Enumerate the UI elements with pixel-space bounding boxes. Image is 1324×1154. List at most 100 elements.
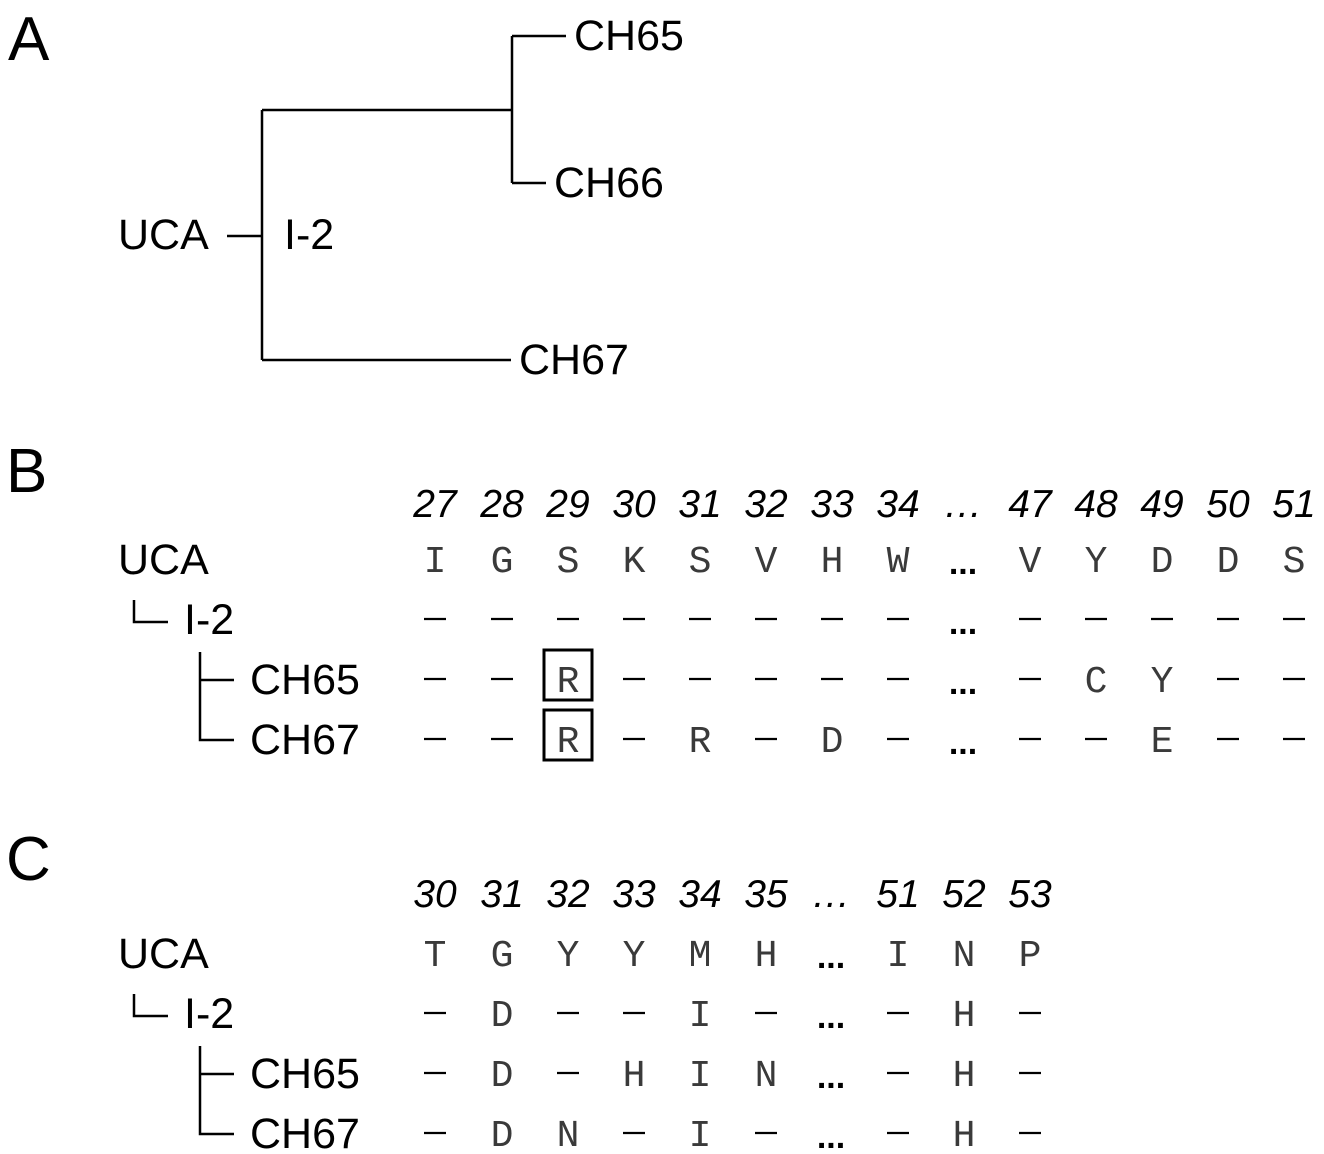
panel-c-position-7: 51 — [876, 873, 919, 916]
panel-b-row-0-col-11-residue: D — [1151, 541, 1174, 584]
panel-c-row-label-uca: UCA — [118, 930, 209, 978]
panel-c-row-0-col-1-residue: G — [491, 935, 514, 978]
panel-c-row-0-col-7-residue: I — [887, 935, 910, 978]
panel-b-position-6: 33 — [810, 483, 854, 526]
tree-node-uca: UCA — [118, 211, 209, 259]
panel-b-position-2: 29 — [545, 483, 589, 526]
panel-c-connector-ch67 — [198, 1046, 234, 1136]
panel-b-row-label-uca: UCA — [118, 536, 209, 584]
panel-c-row-0-col-3-residue: Y — [623, 935, 646, 978]
panel-b-row-0-col-7-residue: W — [887, 541, 910, 584]
panel-b-position-1: 28 — [479, 483, 524, 526]
panel-c-row-1-col-6-ellipsis: ... — [817, 998, 845, 1036]
panel-c-row-2-col-5-residue: N — [755, 1055, 778, 1098]
panel-c-position-3: 33 — [612, 873, 656, 916]
panel-b-row-0-col-1-residue: G — [491, 541, 514, 584]
panel-b-position-3: 30 — [612, 483, 656, 526]
panel-b-row-3-col-6-residue: D — [821, 721, 844, 764]
panel-c-row-0-col-4-residue: M — [689, 935, 712, 978]
panel-b-row-0-col-9-residue: V — [1019, 541, 1042, 584]
panel-b-row-3-col-8-ellipsis: ... — [949, 724, 977, 762]
panel-b-row-3-col-4-residue: R — [689, 721, 712, 764]
panel-a-letter: A — [8, 5, 50, 74]
panel-b-position-5: 32 — [744, 483, 788, 526]
panel-b-letter: B — [6, 437, 47, 506]
tree-node-ch65: CH65 — [574, 12, 684, 60]
panel-c-position-6: … — [812, 873, 851, 916]
panel-c-row-0-col-0-residue: T — [424, 935, 447, 978]
panel-c-row-2-col-6-ellipsis: ... — [817, 1058, 845, 1096]
panel-c-position-4: 34 — [678, 873, 721, 916]
panel-b-row-2-col-11-residue: Y — [1151, 661, 1174, 704]
panel-b-position-8: … — [944, 483, 983, 526]
panel-c-row-label-i2: I-2 — [184, 990, 234, 1038]
panel-c-row-1-col-4-residue: I — [689, 995, 712, 1038]
panel-b-row-2-col-8-ellipsis: ... — [949, 664, 977, 702]
panel-b-lineage-connectors — [132, 600, 234, 742]
panel-c-position-8: 52 — [942, 873, 986, 916]
panel-b-row-0-col-10-residue: Y — [1085, 541, 1108, 584]
panel-c-row-0-col-5-residue: H — [755, 935, 778, 978]
panel-b-connector-i2 — [132, 600, 168, 624]
panel-b-position-12: 50 — [1206, 483, 1250, 526]
panel-b-row-0-col-8-ellipsis: ... — [949, 544, 977, 582]
panel-c-row-2-col-3-residue: H — [623, 1055, 646, 1098]
panel-c-position-1: 31 — [480, 873, 523, 916]
panel-b-row-3-col-11-residue: E — [1151, 721, 1174, 764]
tree-node-ch66: CH66 — [554, 159, 664, 207]
panel-c-row-2-col-1-residue: D — [491, 1055, 514, 1098]
panel-b-position-10: 48 — [1074, 483, 1118, 526]
panel-c-connector-i2 — [132, 994, 168, 1018]
panel-c-row-0-col-6-ellipsis: ... — [817, 938, 845, 976]
panel-b-row-0-col-0-residue: I — [424, 541, 447, 584]
tree-node-ch67: CH67 — [519, 336, 629, 384]
panel-b-row-0-col-6-residue: H — [821, 541, 844, 584]
panel-c-position-9: 53 — [1008, 873, 1052, 916]
panel-b-row-label-ch65: CH65 — [250, 656, 360, 704]
panel-c-row-3-col-1-residue: D — [491, 1115, 514, 1154]
panel-c-row-1-col-8-residue: H — [953, 995, 976, 1038]
panel-b-row-label-ch67: CH67 — [250, 716, 360, 764]
panel-b-row-3-col-2-residue: R — [557, 721, 580, 764]
panel-c-row-3-col-6-ellipsis: ... — [817, 1118, 845, 1154]
panel-b-row-0-col-3-residue: K — [623, 541, 646, 584]
panel-c-row-3-col-8-residue: H — [953, 1115, 976, 1154]
panel-c-row-1-col-1-residue: D — [491, 995, 514, 1038]
panel-c-row-2-col-4-residue: I — [689, 1055, 712, 1098]
panel-c-row-3-col-4-residue: I — [689, 1115, 712, 1154]
panel-b-row-0-col-4-residue: S — [689, 541, 712, 584]
panel-b-position-9: 47 — [1008, 483, 1053, 526]
panel-c-lineage-connectors — [132, 994, 234, 1136]
panel-c-row-3-col-2-residue: N — [557, 1115, 580, 1154]
panel-c-row-0-col-8-residue: N — [953, 935, 976, 978]
panel-c-position-5: 35 — [744, 873, 788, 916]
panel-b-position-11: 49 — [1140, 483, 1183, 526]
panel-b-row-2-col-2-highlight-box — [542, 648, 594, 702]
panel-b-row-2-col-2-residue: R — [557, 661, 580, 704]
panel-c-row-label-ch65: CH65 — [250, 1050, 360, 1098]
panel-b-position-13: 51 — [1272, 483, 1315, 526]
panel-b-row-2-col-10-residue: C — [1085, 661, 1108, 704]
tree-branches — [227, 34, 566, 362]
panel-b-row-3-col-2-highlight-box — [542, 708, 594, 762]
panel-c-letter: C — [6, 825, 51, 894]
panel-b-row-0-col-5-residue: V — [755, 541, 778, 584]
panel-a: A UCA I-2 CH65 CH66 CH67 — [8, 5, 684, 384]
panel-b-position-4: 31 — [678, 483, 721, 526]
panel-b-row-1-col-8-ellipsis: ... — [949, 604, 977, 642]
panel-c-row-2-col-8-residue: H — [953, 1055, 976, 1098]
panel-c-row-0-col-9-residue: P — [1019, 935, 1042, 978]
panel-c-position-header: 30 31 32 33 34 35 … 51 52 53 — [413, 873, 1052, 916]
panel-c-row-0-col-2-residue: Y — [557, 935, 580, 978]
panel-b-row-0-col-13-residue: S — [1283, 541, 1306, 584]
panel-c-position-2: 32 — [546, 873, 590, 916]
panel-b-position-7: 34 — [876, 483, 919, 526]
panel-c-position-0: 30 — [413, 873, 457, 916]
panel-b-row-label-i2: I-2 — [184, 596, 234, 644]
panel-b-connector-ch67 — [198, 652, 234, 742]
